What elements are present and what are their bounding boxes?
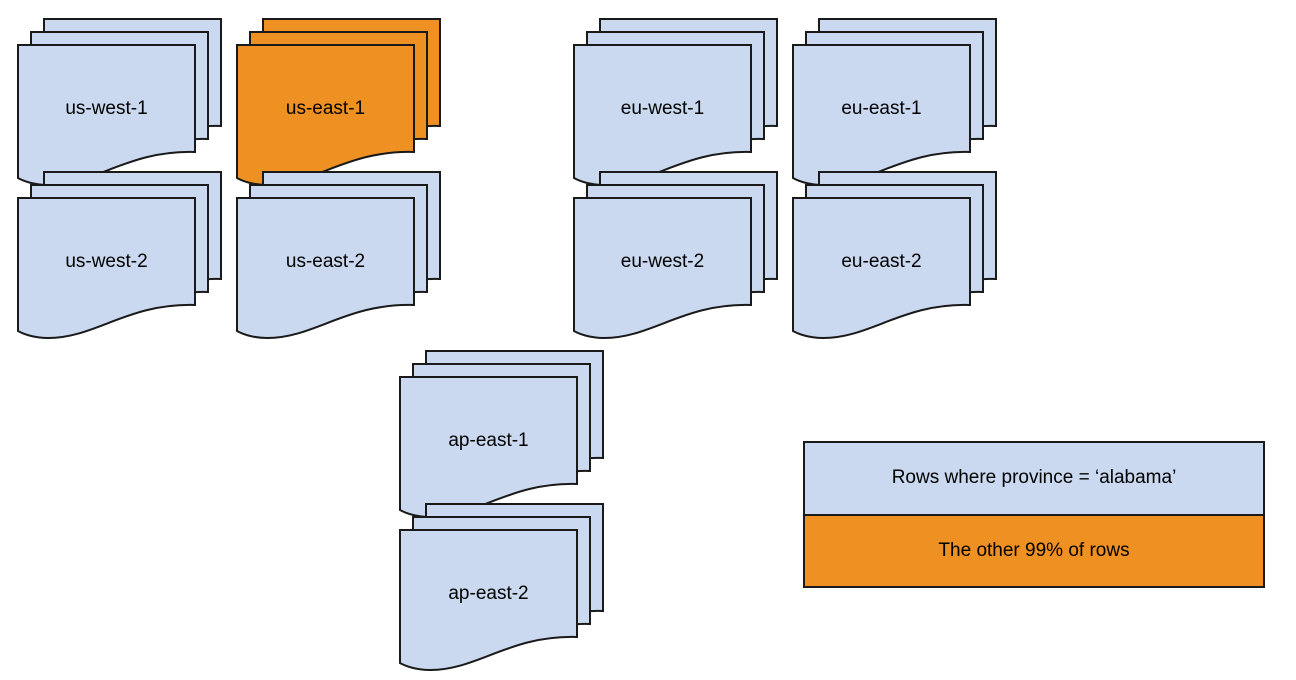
- document-stack-icon: [236, 18, 441, 187]
- document-sheet: [236, 197, 415, 340]
- document-sheet: [792, 197, 971, 340]
- document-stack-icon: [573, 171, 778, 340]
- document-sheet: [399, 376, 578, 519]
- region-stack-us-east-1[interactable]: us-east-1: [236, 18, 441, 187]
- region-stack-eu-east-1[interactable]: eu-east-1: [792, 18, 997, 187]
- document-stack-icon: [792, 171, 997, 340]
- document-stack-icon: [236, 171, 441, 340]
- document-sheet: [17, 44, 196, 187]
- document-sheet: [236, 44, 415, 187]
- document-stack-icon: [792, 18, 997, 187]
- document-sheet: [792, 44, 971, 187]
- region-stack-eu-west-2[interactable]: eu-west-2: [573, 171, 778, 340]
- document-stack-icon: [399, 503, 604, 672]
- legend-item-legend-orange: The other 99% of rows: [805, 515, 1263, 586]
- document-sheet: [399, 529, 578, 672]
- region-stack-eu-west-1[interactable]: eu-west-1: [573, 18, 778, 187]
- document-sheet: [573, 197, 752, 340]
- document-stack-icon: [17, 18, 222, 187]
- region-stack-ap-east-1[interactable]: ap-east-1: [399, 350, 604, 519]
- region-stack-us-west-1[interactable]: us-west-1: [17, 18, 222, 187]
- legend-item-label: Rows where province = ‘alabama’: [891, 467, 1177, 489]
- legend: Rows where province = ‘alabama’ The other…: [803, 441, 1265, 588]
- legend-item-label: The other 99% of rows: [938, 539, 1130, 561]
- region-stack-us-east-2[interactable]: us-east-2: [236, 171, 441, 340]
- document-sheet: [17, 197, 196, 340]
- region-stack-eu-east-2[interactable]: eu-east-2: [792, 171, 997, 340]
- document-stack-icon: [573, 18, 778, 187]
- document-sheet: [573, 44, 752, 187]
- document-stack-icon: [17, 171, 222, 340]
- region-stack-ap-east-2[interactable]: ap-east-2: [399, 503, 604, 672]
- document-stack-icon: [399, 350, 604, 519]
- legend-item-legend-blue: Rows where province = ‘alabama’: [805, 443, 1263, 516]
- region-stack-us-west-2[interactable]: us-west-2: [17, 171, 222, 340]
